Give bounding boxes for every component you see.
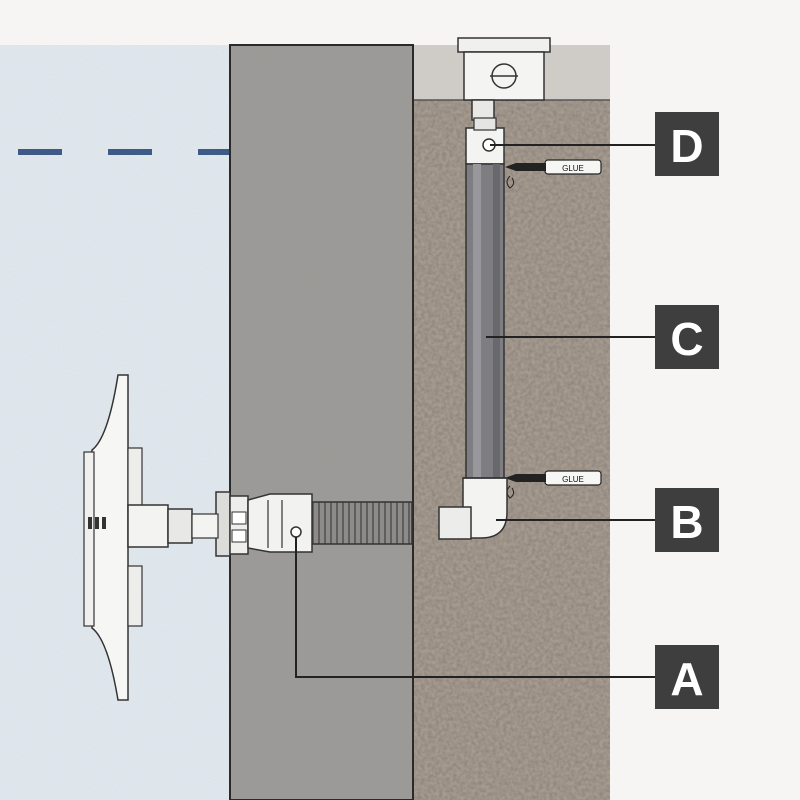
label-d: D	[655, 112, 719, 176]
junction-box	[457, 37, 551, 121]
svg-text:B: B	[670, 496, 703, 548]
soil-backfill-texture	[413, 100, 610, 800]
svg-text:C: C	[670, 313, 703, 365]
label-a: A	[655, 645, 719, 709]
svg-text:D: D	[670, 120, 703, 172]
glue-tube-lower: GLUE	[505, 470, 602, 499]
leader-line-a	[295, 537, 655, 678]
pool-light-fixture	[83, 374, 219, 701]
svg-text:A: A	[670, 653, 703, 705]
fitting-b	[438, 477, 508, 540]
label-c: C	[655, 305, 719, 369]
glue-tube-upper-label: GLUE	[562, 164, 584, 173]
fitting-a	[215, 491, 313, 557]
glue-tube-lower-label: GLUE	[562, 475, 584, 484]
glue-tube-upper: GLUE	[505, 159, 602, 189]
vertical-conduit	[465, 163, 505, 481]
horizontal-conduit	[311, 501, 413, 545]
label-b: B	[655, 488, 719, 552]
concrete-wall-texture	[231, 46, 412, 799]
